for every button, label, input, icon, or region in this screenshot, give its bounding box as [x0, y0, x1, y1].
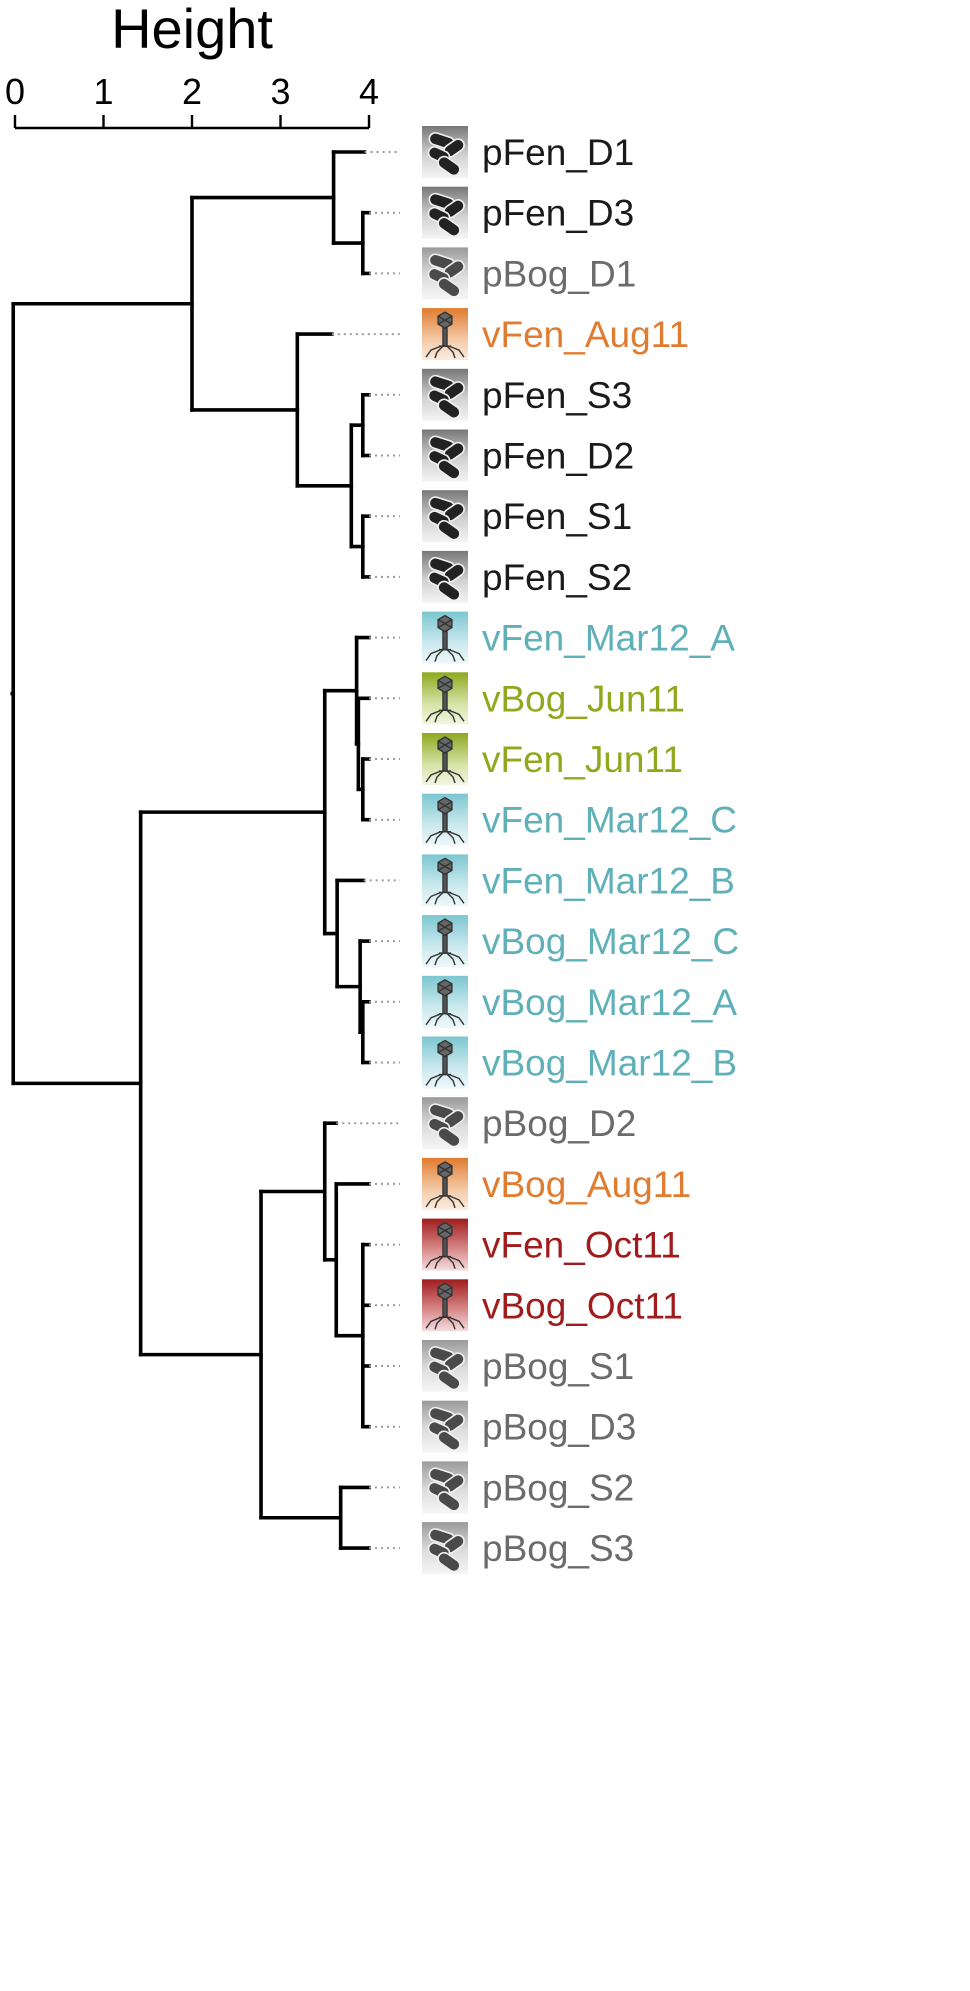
leaf-label: vBog_Oct11	[482, 1285, 683, 1326]
leaf-label: pFen_D3	[482, 193, 634, 234]
leaf-item: pFen_D1	[422, 126, 634, 178]
bacteria-icon	[427, 1103, 465, 1148]
leaf-label: pBog_D1	[482, 253, 636, 294]
leaf-item: vBog_Mar12_A	[422, 975, 737, 1028]
leaf-item: vBog_Oct11	[422, 1279, 683, 1332]
bacteria-icon	[427, 253, 465, 298]
leaf-item: pBog_S3	[422, 1522, 634, 1575]
leaf-label: pFen_S2	[482, 557, 632, 598]
leaf-item: pFen_D3	[422, 186, 634, 239]
leaf-item: vFen_Mar12_C	[422, 793, 737, 846]
leaf-label: vBog_Mar12_B	[482, 1043, 737, 1084]
leaf-item: vFen_Mar12_B	[422, 854, 735, 907]
axis-tick-label: 0	[5, 71, 25, 112]
leaf-item: vBog_Mar12_B	[422, 1036, 737, 1089]
leaf-label: vFen_Aug11	[482, 314, 689, 355]
axis-ticks: 0 1 2 3 4	[5, 71, 379, 130]
phage-icon	[425, 675, 465, 723]
leaf-item: pBog_S1	[422, 1340, 634, 1392]
axis-tick-label: 4	[359, 71, 379, 112]
leaf-item: pBog_D3	[422, 1400, 636, 1453]
leaf-label: vBog_Jun11	[482, 678, 685, 719]
phage-icon	[425, 1161, 465, 1209]
phage-icon	[425, 1039, 465, 1087]
leaf-label: pBog_S3	[482, 1528, 634, 1569]
bacteria-icon	[427, 374, 465, 420]
axis-tick-label: 1	[93, 71, 113, 112]
bacteria-icon	[427, 556, 465, 602]
leaf-leader-lines	[331, 151, 400, 1550]
bacteria-icon	[427, 1528, 465, 1573]
axis-tick-label: 3	[270, 71, 290, 112]
bacteria-icon	[427, 1346, 465, 1391]
leaf-label: vFen_Jun11	[482, 739, 683, 780]
height-axis: Height 0 1 2 3 4	[5, 0, 379, 130]
leaf-label: vBog_Aug11	[482, 1164, 691, 1205]
phage-icon	[425, 857, 465, 905]
leaf-item: vFen_Jun11	[422, 733, 683, 785]
leaf-label: pFen_D1	[482, 132, 634, 173]
leaf-item: vFen_Mar12_A	[422, 611, 735, 664]
leaf-item: vFen_Aug11	[422, 308, 689, 361]
leaf-label: vFen_Mar12_C	[482, 800, 737, 841]
leaf-label: pFen_S3	[482, 375, 632, 416]
leaf-label: pFen_S1	[482, 496, 632, 537]
leaf-item: pFen_D2	[422, 429, 634, 482]
bacteria-icon	[427, 1406, 465, 1451]
phage-icon	[425, 796, 465, 844]
axis-tick-label: 2	[182, 71, 202, 112]
tree-branches	[10, 150, 371, 1550]
bacteria-icon	[427, 192, 465, 237]
leaf-label: pBog_S2	[482, 1467, 634, 1508]
phage-icon	[425, 918, 465, 966]
leaf-item: pBog_S2	[422, 1461, 634, 1514]
phage-icon	[425, 978, 465, 1027]
leaf-item: pBog_D2	[422, 1097, 636, 1150]
leaf-item: vBog_Mar12_C	[422, 915, 739, 968]
leaf-label: vBog_Mar12_C	[482, 921, 739, 962]
leaf-item: vBog_Aug11	[422, 1157, 691, 1210]
leaf-item: pFen_S2	[422, 550, 632, 603]
bacteria-icon	[427, 496, 465, 541]
phage-icon	[425, 736, 465, 784]
leaf-label: vFen_Mar12_A	[482, 618, 735, 659]
phage-icon	[425, 1282, 465, 1330]
leaf-item: pFen_S3	[422, 368, 632, 421]
leaf-label: vBog_Mar12_A	[482, 982, 737, 1023]
leaf-item: vFen_Oct11	[422, 1218, 681, 1271]
leaf-label: pBog_D2	[482, 1103, 636, 1144]
leaf-item: pFen_S1	[422, 490, 632, 543]
bacteria-icon	[427, 435, 465, 480]
phage-icon	[425, 311, 465, 359]
leaf-item: vBog_Jun11	[422, 672, 685, 725]
leaf-label: pBog_D3	[482, 1407, 636, 1448]
leaf-label: vFen_Oct11	[482, 1225, 681, 1266]
axis-title: Height	[111, 0, 273, 60]
leaf-item: pBog_D1	[422, 247, 636, 300]
leaf-label: vFen_Mar12_B	[482, 860, 735, 901]
leaf-list: pFen_D1 pFen_D3 pBog_D1 vFen_Aug11 pFen_S3 pF…	[422, 126, 739, 1575]
phage-icon	[425, 1221, 465, 1269]
phage-icon	[425, 614, 465, 662]
bacteria-icon	[427, 1467, 465, 1512]
leaf-label: pBog_S1	[482, 1346, 634, 1387]
bacteria-icon	[427, 132, 465, 177]
leaf-label: pFen_D2	[482, 436, 634, 477]
